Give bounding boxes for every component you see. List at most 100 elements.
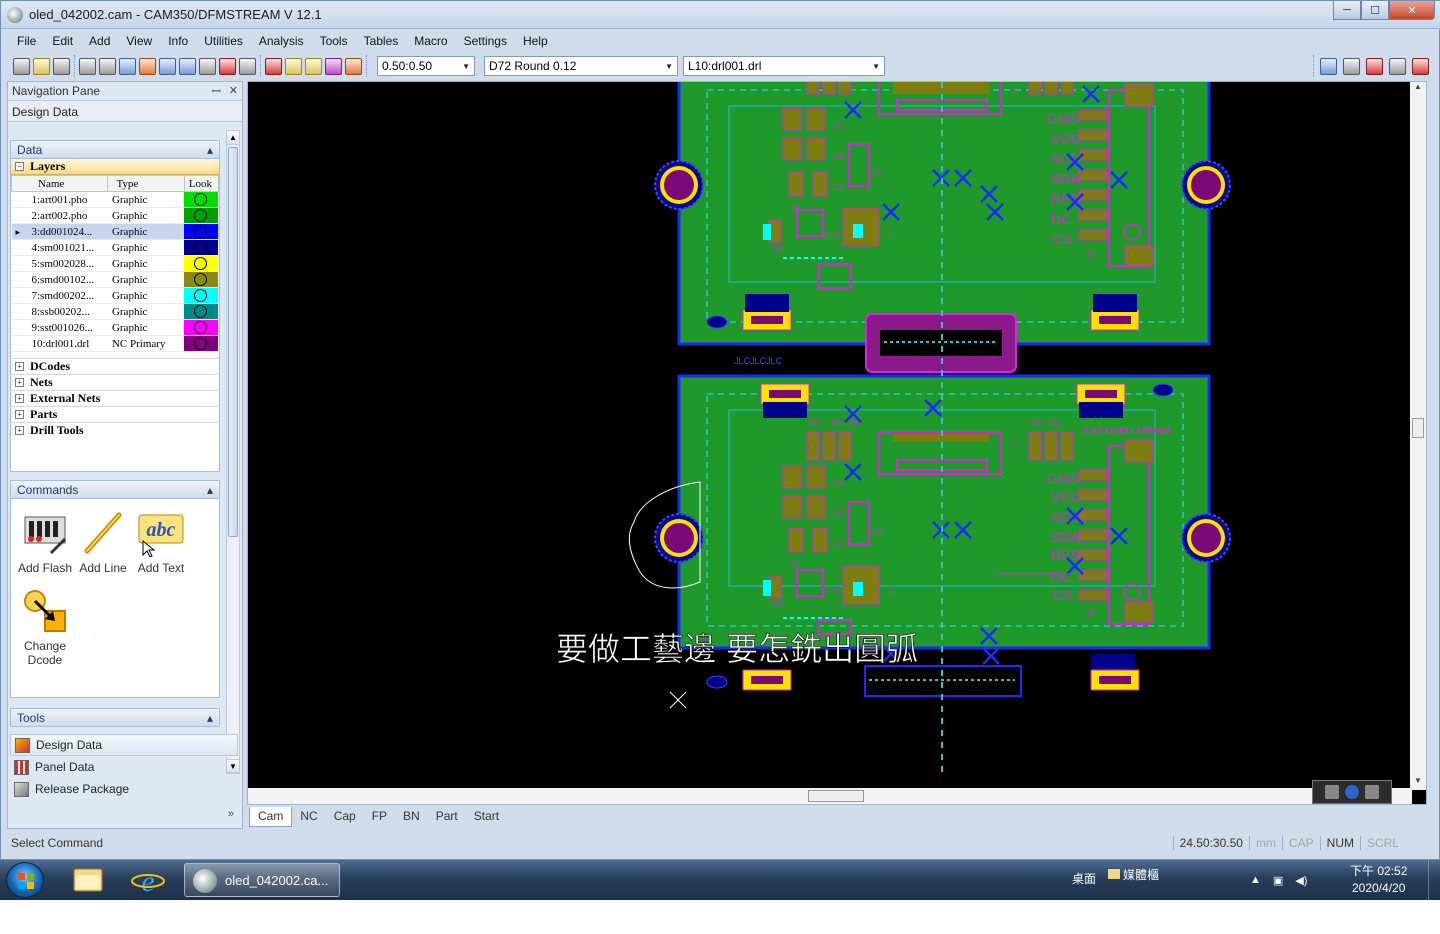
- tab-cap[interactable]: Cap: [333, 809, 356, 823]
- tab-part[interactable]: Part: [435, 809, 458, 823]
- layer-color-swatch[interactable]: [184, 240, 219, 255]
- layer-look[interactable]: [184, 255, 219, 272]
- desktop-toolbar[interactable]: 桌面: [1072, 872, 1097, 886]
- tree-item[interactable]: +DCodes: [11, 358, 219, 374]
- snap-icon[interactable]: [265, 57, 282, 75]
- layer-look[interactable]: [184, 303, 219, 320]
- tab-bn[interactable]: BN: [403, 809, 420, 823]
- menu-view[interactable]: View: [126, 34, 153, 48]
- horizontal-scroll-thumb[interactable]: [808, 790, 864, 802]
- layer-color-swatch[interactable]: [184, 320, 219, 335]
- rotate-icon[interactable]: [1389, 57, 1406, 75]
- tree-item[interactable]: +Parts: [11, 406, 219, 422]
- col-look[interactable]: Look: [183, 175, 220, 192]
- layer-row[interactable]: 5:sm002028...Graphic: [11, 255, 219, 272]
- grip-icon[interactable]: [1365, 785, 1379, 799]
- menu-info[interactable]: Info: [168, 34, 189, 48]
- tool-release-package[interactable]: Release Package: [10, 778, 238, 800]
- expand-plus-icon[interactable]: +: [15, 410, 24, 419]
- layer-look[interactable]: [184, 239, 219, 256]
- menu-analysis[interactable]: Analysis: [258, 34, 304, 48]
- layer-color-icon[interactable]: [325, 57, 342, 75]
- col-type[interactable]: Type: [107, 175, 185, 192]
- menu-edit[interactable]: Edit: [52, 34, 74, 48]
- collapse-icon[interactable]: ▴: [206, 482, 213, 497]
- volume-icon[interactable]: ◀): [1295, 874, 1308, 887]
- scroll-down-icon[interactable]: ▼: [227, 759, 239, 773]
- menu-macro[interactable]: Macro: [414, 34, 448, 48]
- layer-color-swatch[interactable]: [184, 256, 219, 271]
- show-desktop-button[interactable]: [1428, 860, 1440, 900]
- dcode-combo[interactable]: D72 Round 0.12 ▼: [484, 56, 678, 76]
- redraw-icon[interactable]: [139, 57, 156, 75]
- start-button[interactable]: [6, 862, 44, 898]
- layer-color-swatch[interactable]: [184, 288, 219, 303]
- layer-row[interactable]: 7:smd00202...Graphic: [11, 287, 219, 304]
- layer-color-swatch[interactable]: [184, 336, 219, 351]
- menu-settings[interactable]: Settings: [463, 34, 507, 48]
- menu-utilities[interactable]: Utilities: [204, 34, 243, 48]
- layer-look[interactable]: [184, 223, 219, 240]
- layer-look[interactable]: [184, 335, 219, 352]
- data-panel-header[interactable]: Data ▴: [11, 141, 219, 159]
- tree-item[interactable]: +Nets: [11, 374, 219, 390]
- layer-look[interactable]: [184, 287, 219, 304]
- app-icon[interactable]: [7, 7, 23, 23]
- col-name[interactable]: Name: [10, 175, 109, 192]
- tab-start[interactable]: Start: [473, 809, 500, 823]
- redo-icon[interactable]: [99, 57, 116, 75]
- layer-combo[interactable]: L10:drl001.drl ▼: [683, 56, 885, 76]
- display-mode-icon[interactable]: [345, 57, 362, 75]
- nav-scrollbar[interactable]: ▲ ▼: [226, 130, 240, 774]
- scroll-down-icon[interactable]: ▼: [1414, 776, 1422, 785]
- layer-look[interactable]: [184, 207, 219, 224]
- tab-fp[interactable]: FP: [371, 809, 388, 823]
- grid-dots-icon[interactable]: [305, 57, 322, 75]
- grid-icon[interactable]: [285, 57, 302, 75]
- mirror-icon[interactable]: [1412, 57, 1429, 75]
- collapse-minus-icon[interactable]: −: [15, 162, 24, 171]
- taskbar-cam350[interactable]: oled_042002.ca...: [184, 863, 340, 897]
- taskbar-ie[interactable]: e: [122, 863, 174, 898]
- close-icon[interactable]: ✕: [228, 84, 238, 97]
- menu-tables[interactable]: Tables: [363, 34, 399, 48]
- expand-plus-icon[interactable]: +: [15, 394, 24, 403]
- add-line-button[interactable]: Add Line: [71, 509, 135, 575]
- layer-row[interactable]: 4:sm001021...Graphic: [11, 239, 219, 256]
- change-dcode-button[interactable]: Change Dcode: [13, 587, 77, 667]
- layer-color-swatch[interactable]: [184, 272, 219, 287]
- cam-canvas[interactable]: GND VCC SCL SDA RES DC CS J1 J3 U0 L1 D1…: [247, 81, 1427, 805]
- menu-add[interactable]: Add: [89, 34, 111, 48]
- expand-plus-icon[interactable]: +: [15, 426, 24, 435]
- menu-file[interactable]: File: [17, 34, 37, 48]
- zoom-all-icon[interactable]: [219, 57, 236, 75]
- layer-row[interactable]: 6:smd00102...Graphic: [11, 271, 219, 288]
- copy-icon[interactable]: [1343, 57, 1360, 75]
- zoom-in-icon[interactable]: [159, 57, 176, 75]
- maximize-button[interactable]: ☐: [1361, 1, 1389, 20]
- layer-row[interactable]: ▸3:dd001024...Graphic: [11, 223, 219, 240]
- canvas-vertical-scrollbar[interactable]: ▲ ▼: [1410, 82, 1426, 790]
- refresh-icon[interactable]: [119, 57, 136, 75]
- zoom-previous-icon[interactable]: [239, 57, 256, 75]
- new-file-icon[interactable]: [13, 57, 30, 75]
- layer-color-swatch[interactable]: [184, 208, 219, 223]
- layer-row[interactable]: 9:sst001026...Graphic: [11, 319, 219, 336]
- tool-panel-data[interactable]: Panel Data: [10, 756, 238, 778]
- save-icon[interactable]: [53, 57, 70, 75]
- layer-color-swatch[interactable]: [184, 192, 219, 207]
- chevron-up-icon[interactable]: ▲: [1250, 874, 1261, 886]
- collapse-icon[interactable]: ▴: [206, 710, 213, 725]
- add-flash-button[interactable]: Add Flash: [13, 509, 77, 575]
- help-icon[interactable]: [1345, 785, 1359, 799]
- layer-look[interactable]: [184, 271, 219, 288]
- tab-cam[interactable]: Cam: [249, 807, 293, 827]
- scroll-thumb[interactable]: [228, 147, 238, 537]
- layer-row[interactable]: 8:ssb00202...Graphic: [11, 303, 219, 320]
- add-text-button[interactable]: abc Add Text: [129, 509, 193, 575]
- commands-panel-header[interactable]: Commands ▴: [11, 481, 219, 499]
- pin-icon[interactable]: ꟷ: [211, 85, 221, 98]
- menu-help[interactable]: Help: [522, 34, 548, 48]
- layer-color-swatch[interactable]: [184, 224, 219, 239]
